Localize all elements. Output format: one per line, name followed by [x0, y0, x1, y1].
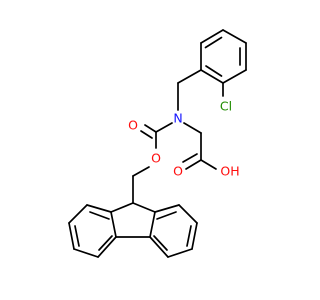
ring-bond	[200, 29, 224, 44]
fluorene-bond	[191, 222, 198, 250]
chlorine-atom-label: Cl	[220, 99, 232, 114]
acid-double-bond	[185, 159, 202, 170]
fluorene-bond	[110, 211, 117, 238]
fluorene-double-bond	[156, 211, 177, 220]
fluorene-bond	[167, 248, 193, 258]
carbonyl-double-bond	[144, 124, 157, 133]
fluorene-bond	[68, 204, 88, 224]
o-ch2-bond	[132, 166, 150, 177]
carbonyl-oxygen-label: O	[128, 118, 138, 133]
fluorene-bond	[132, 202, 156, 213]
acid-double-bond	[182, 153, 198, 163]
fluorene-bond	[110, 202, 134, 213]
acid-c-oh-bond	[200, 159, 217, 170]
fluorene-bond	[149, 211, 156, 238]
fluorene-bond	[97, 236, 117, 258]
fluorene-double-bond	[89, 211, 110, 220]
bonds-layer	[68, 29, 247, 258]
ester-oxygen-label: O	[151, 151, 161, 166]
fluorene-double-bond	[74, 225, 80, 247]
fluorene-double-bond	[98, 235, 113, 251]
carbonyl-double-bond	[140, 130, 153, 139]
ring-bond	[200, 69, 224, 84]
ring-bond	[222, 29, 247, 44]
fluorene-double-bond	[153, 235, 168, 251]
fluorene-bond	[73, 248, 99, 258]
ring-bond	[222, 69, 247, 84]
acid-oxygen-label: O	[173, 164, 183, 179]
ring-ch2-bond	[177, 69, 202, 84]
structure-canvas: Cl N O O O OH	[68, 29, 247, 258]
fluorene-bond	[178, 204, 198, 224]
n-carbonyl-bond	[155, 122, 173, 133]
ring-double-bond	[205, 65, 223, 77]
fluorene-double-bond	[186, 225, 192, 247]
hydroxyl-label: OH	[220, 164, 239, 179]
molecule-structure: Cl N O O O OH	[68, 29, 247, 258]
fluorene-bond	[154, 204, 180, 213]
n-ch2-bond	[183, 122, 202, 134]
fluorene-bond	[86, 204, 112, 213]
nitrogen-atom-label: N	[173, 111, 182, 126]
fluorene-bond	[68, 222, 75, 250]
ring-double-bond	[204, 36, 223, 49]
fluorene-bond	[149, 236, 169, 258]
atom-labels-layer: Cl N O O O OH	[128, 99, 240, 179]
